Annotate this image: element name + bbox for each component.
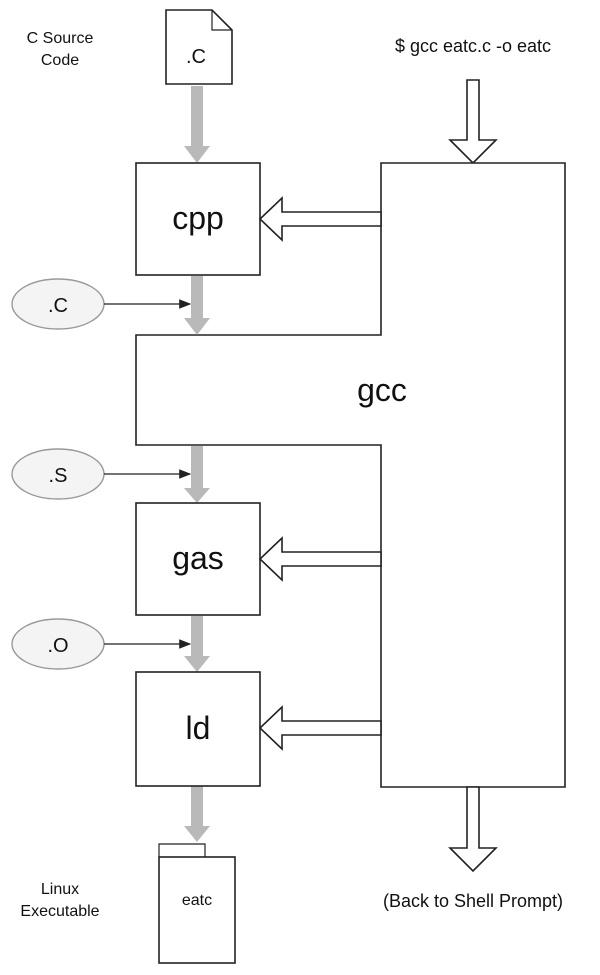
source-label-line2: Code [41,52,79,69]
object-label: .O [47,635,68,657]
flow-arrow-gas-to-ld [184,616,210,672]
output-label-line2: Executable [20,903,99,920]
output-label-line1: Linux [41,881,79,898]
gcc-label: gcc [357,372,407,408]
flow-arrow-source-to-cpp [184,86,210,163]
flow-arrow-ld-to-output [184,786,210,842]
gas-box [135,502,261,616]
return-text: (Back to Shell Prompt) [383,891,563,911]
control-arrow-to-gas [258,536,382,582]
return-arrow [448,786,498,873]
cpp-label: cpp [172,200,224,236]
assembly-label: .S [49,465,68,487]
command-text: $ gcc eatc.c -o eatc [395,36,551,56]
source-file-ext: .C [186,46,206,68]
source-file-icon [165,9,233,85]
cpp-box [135,162,261,276]
preprocessed-label: .C [48,295,68,317]
command-input-arrow [448,79,498,165]
ld-label: ld [186,710,211,746]
gcc-driver-shape [135,162,566,788]
flow-arrow-cpp-to-gcc [184,276,210,335]
source-label-line1: C Source [27,30,94,47]
control-arrow-to-ld [258,705,382,751]
output-file-name: eatc [182,892,212,909]
output-file-icon [158,843,236,964]
gas-label: gas [172,540,224,576]
flow-arrow-gcc-to-gas [184,446,210,503]
control-arrow-to-cpp [258,196,382,242]
